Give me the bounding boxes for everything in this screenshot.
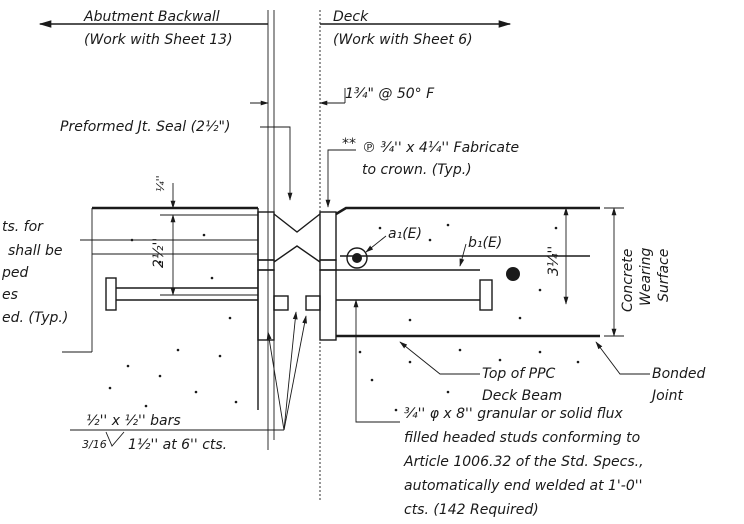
studs-line1: ¾'' φ x 8'' granular or solid flux	[404, 406, 623, 422]
bars-label: ½'' x ½'' bars	[86, 413, 181, 429]
left-dimensions: ¼'' 2½''	[151, 175, 258, 296]
wearing-surface-dimension: 3¼'' Concrete Wearing Surface	[546, 207, 672, 337]
bonded-label-2: Joint	[649, 388, 683, 404]
left-note-line4: es	[2, 287, 18, 303]
plate-mark: **	[342, 136, 356, 152]
deck-steel-plate	[305, 211, 337, 341]
ppc-callout: Top of PPC Deck Beam	[399, 341, 562, 404]
dim-3quarter-label: 3¼''	[546, 246, 562, 276]
plate-callout: ** ℗ ¾'' x 4¼'' Fabricate to crown. (Typ…	[325, 136, 519, 208]
left-note-line1: ts. for	[2, 219, 44, 235]
seal-label: Preformed Jt. Seal (2½")	[60, 119, 230, 135]
dim-2half-label: 2½''	[151, 238, 167, 268]
deck-ref-label: (Work with Sheet 6)	[333, 32, 473, 48]
left-note: ts. for shall be ped es ed. (Typ.)	[1, 219, 258, 326]
weld-spacing-label: 1½'' at 6'' cts.	[128, 437, 227, 453]
bonded-joint-callout: Bonded Joint	[595, 341, 706, 404]
bar-a-label: a₁(E)	[388, 226, 422, 242]
studs-line2: filled headed studs conforming to	[404, 430, 640, 446]
studs-line4: automatically end welded at 1'-0''	[404, 478, 642, 494]
wearing-label: Wearing	[638, 247, 654, 306]
plate-label-line2: to crown. (Typ.)	[362, 162, 472, 178]
left-note-line5: ed. (Typ.)	[2, 310, 68, 326]
plate-label-line1: ℗ ¾'' x 4¼'' Fabricate	[362, 140, 519, 156]
left-note-line2: shall be	[8, 243, 62, 259]
preformed-joint-seal	[273, 213, 321, 263]
abutment-steel-plate	[257, 211, 289, 341]
reinforcing-bars: a₁(E) b₁(E)	[346, 226, 520, 281]
studs-line5: cts. (142 Required)	[404, 502, 539, 518]
bars-weld-callout: ½'' x ½'' bars 3/16 1½'' at 6'' cts.	[70, 311, 308, 453]
top-ppc-label-2: Deck Beam	[482, 388, 562, 404]
concrete-label: Concrete	[620, 249, 636, 312]
left-note-line3: ped	[1, 265, 29, 281]
seal-callout: Preformed Jt. Seal (2½")	[60, 119, 293, 201]
bar-b-label: b₁(E)	[468, 235, 502, 251]
deck-concrete	[335, 206, 600, 338]
deck-header: Deck (Work with Sheet 6)	[320, 9, 512, 48]
bonded-label-1: Bonded	[652, 366, 706, 382]
aggregate-stipple	[108, 223, 580, 412]
top-ppc-label-1: Top of PPC	[482, 366, 556, 382]
abutment-anchor	[92, 253, 258, 311]
studs-line3: Article 1006.32 of the Std. Specs.,	[403, 454, 644, 470]
abutment-header: Abutment Backwall (Work with Sheet 13)	[38, 9, 268, 48]
weld-size-label: 3/16	[82, 438, 107, 451]
dim-quarter-label: ¼''	[154, 175, 167, 192]
deck-label: Deck	[333, 9, 369, 25]
gap-dimension-label: 1¾" @ 50° F	[345, 86, 435, 102]
abutment-ref-label: (Work with Sheet 13)	[84, 32, 233, 48]
surface-label: Surface	[656, 249, 672, 302]
gap-dimension: 1¾" @ 50° F	[250, 86, 435, 106]
abutment-label: Abutment Backwall	[83, 9, 220, 25]
studs-callout: ¾'' φ x 8'' granular or solid flux fille…	[353, 299, 644, 518]
